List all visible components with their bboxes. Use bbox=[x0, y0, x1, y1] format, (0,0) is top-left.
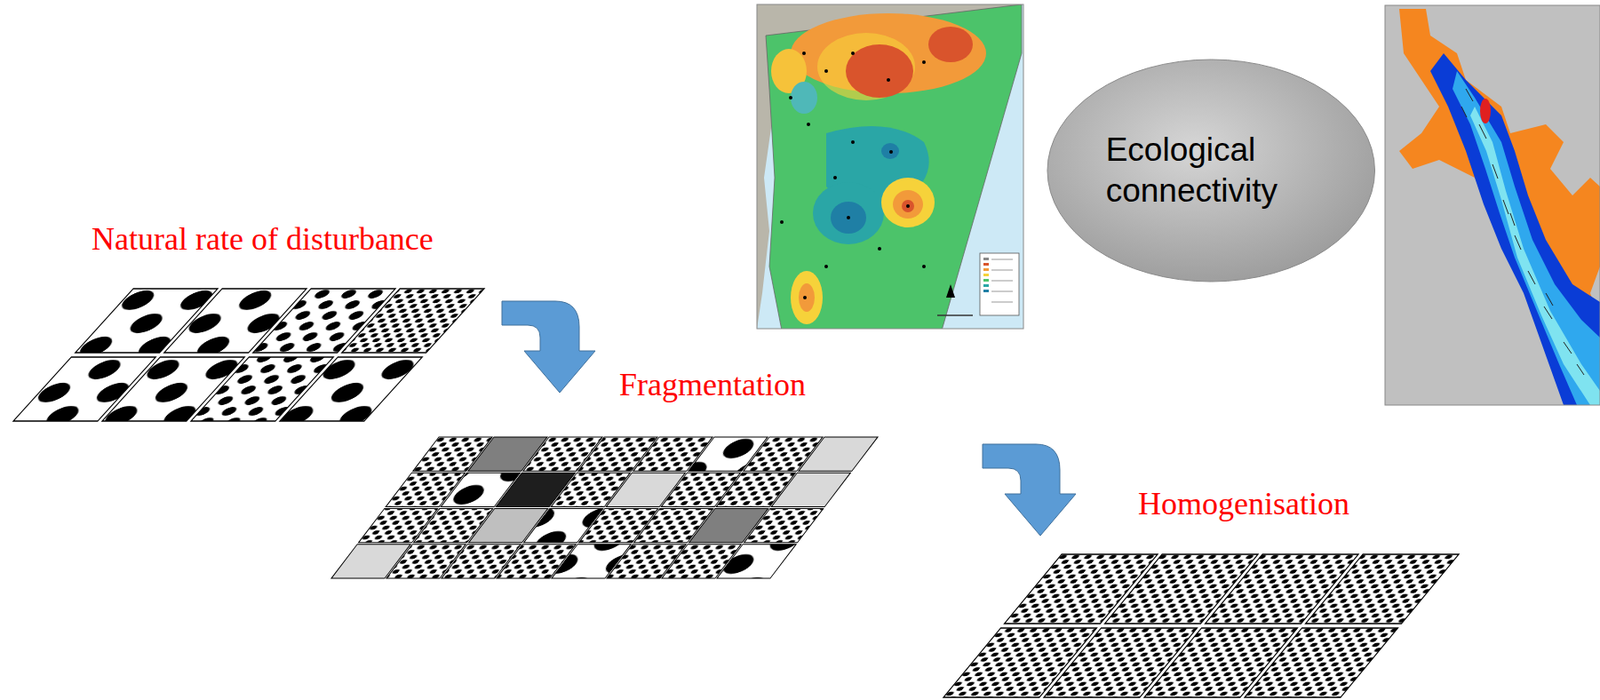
habitat-cell bbox=[279, 357, 422, 422]
habitat-cell bbox=[798, 437, 878, 471]
habitat-cell bbox=[771, 472, 851, 507]
node-text: Ecological connectivity bbox=[1106, 129, 1317, 213]
habitat-cell bbox=[744, 509, 824, 543]
stage-label: Homogenisation bbox=[1138, 485, 1350, 523]
stage-label: Fragmentation bbox=[619, 366, 806, 404]
stage-label: Natural rate of disturbance bbox=[91, 221, 434, 258]
habitat-cell bbox=[1305, 554, 1459, 624]
concept-ellipse: Ecological connectivity bbox=[1046, 58, 1377, 283]
ellipse-shape bbox=[1046, 58, 1377, 283]
habitat-cell bbox=[716, 544, 797, 579]
habitat-cell bbox=[1244, 628, 1398, 698]
habitat-cell bbox=[342, 288, 485, 353]
